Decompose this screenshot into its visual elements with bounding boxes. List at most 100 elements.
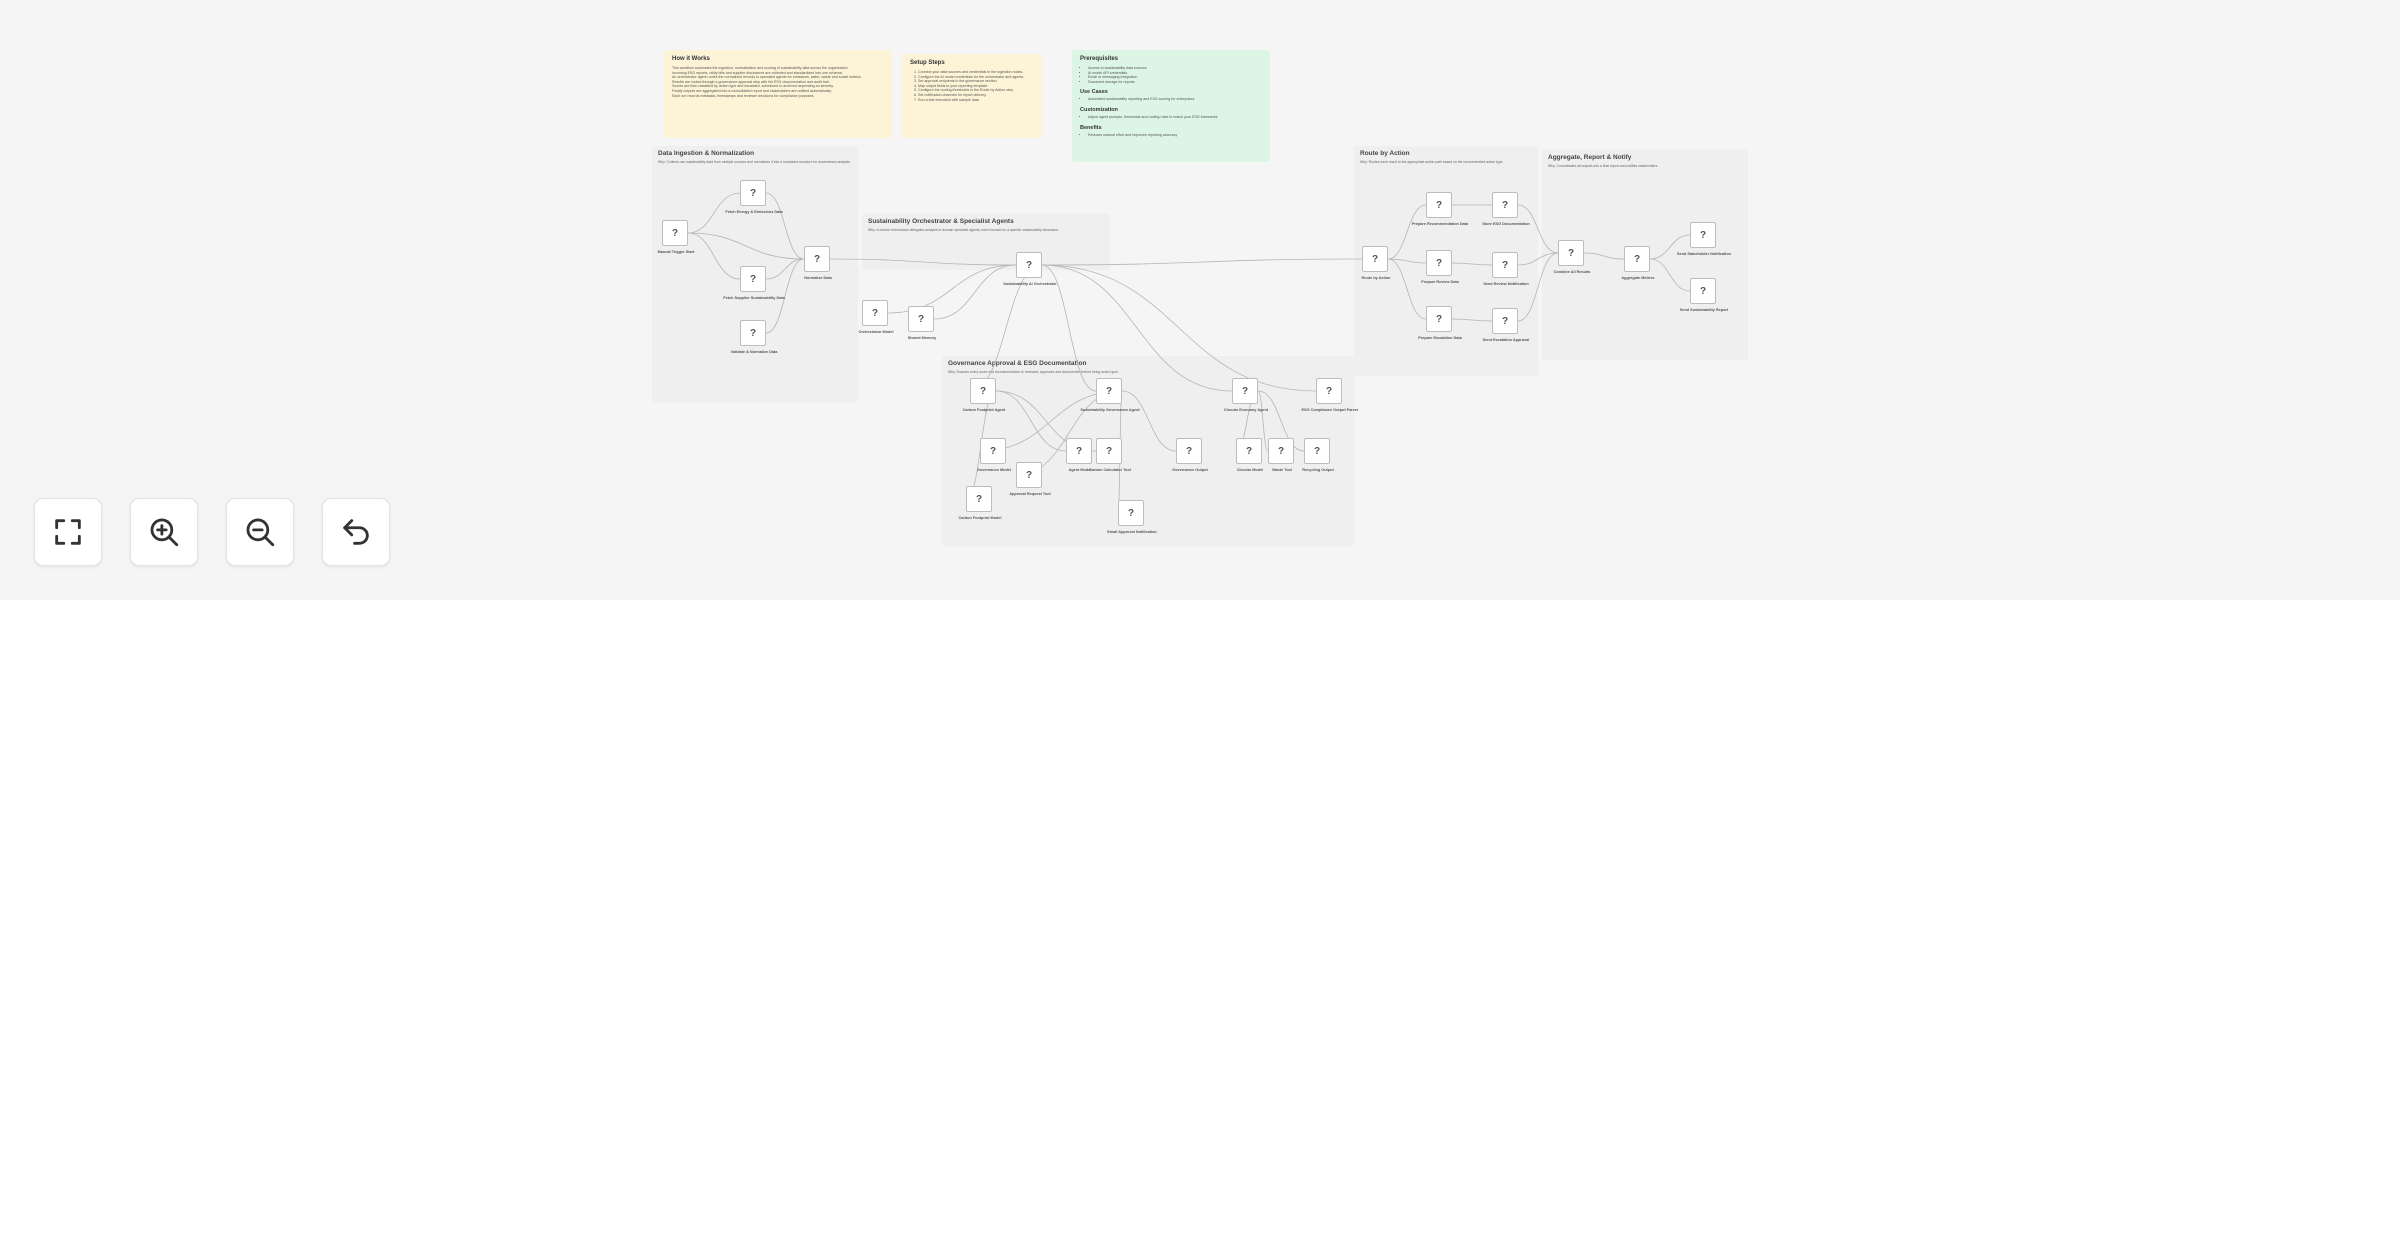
workflow-node[interactable]: ? Route by Action	[1362, 246, 1390, 280]
group-data-ingestion[interactable]: Data Ingestion & Normalization Why: Coll…	[652, 146, 858, 402]
workflow-node[interactable]: ?Recycling Output	[1302, 438, 1334, 472]
note-prerequisites[interactable]: Prerequisites Access to sustainability d…	[1072, 50, 1270, 162]
workflow-node[interactable]: ?Email Approval Notification	[1107, 500, 1157, 534]
workflow-node[interactable]: ?ESG Compliance Output Parser	[1302, 378, 1358, 412]
workflow-node[interactable]: ?Carbon Footprint Model	[958, 486, 1002, 520]
question-mark-icon: ?	[1699, 229, 1707, 241]
node-label: Waste Tool	[1272, 468, 1292, 472]
workflow-node[interactable]: ?Prepare Escalation Data	[1418, 306, 1462, 340]
node-label: Validate & Normalize Data	[730, 350, 778, 354]
workflow-node[interactable]: ?Carbon Footprint Agent	[963, 378, 1005, 412]
fit-view-button[interactable]	[34, 498, 102, 566]
note-line: Finally outputs are aggregated into a co…	[672, 88, 832, 93]
note-item: Document storage for reports	[1088, 80, 1262, 85]
note-item: Adjust agent prompts, thresholds and rou…	[1088, 115, 1262, 120]
workflow-node[interactable]: ?Send Review Notification	[1483, 252, 1529, 286]
node-label: Aggregate Metrics	[1621, 276, 1655, 280]
node-label: Manual Trigger Start	[657, 250, 695, 254]
workflow-node[interactable]: ? Aggregate Metrics	[1621, 246, 1655, 280]
workflow-node[interactable]: ?Sustainability AI Orchestrator	[1003, 252, 1057, 286]
workflow-node[interactable]: ?Fetch Energy & Emissions Data	[725, 180, 783, 214]
workflow-node[interactable]: ?Approval Request Tool	[1009, 462, 1051, 496]
note-title: Setup Steps	[910, 60, 945, 66]
question-mark-icon: ?	[1371, 253, 1379, 265]
workflow-canvas[interactable]: How it Works This workflow automates the…	[0, 0, 2400, 600]
note-item: Automated sustainability reporting and E…	[1088, 97, 1262, 102]
workflow-node[interactable]: ?Combine All Results	[1554, 240, 1590, 274]
question-mark-icon: ?	[1185, 445, 1193, 457]
workflow-node[interactable]: ?Fetch Supplier Sustainability Data	[723, 266, 785, 300]
question-mark-icon: ?	[1435, 199, 1443, 211]
workflow-node[interactable]: ?Normalize Data	[804, 246, 832, 280]
node-label: Send Escalation Approval	[1482, 338, 1530, 342]
note-step: Set notification channels for report del…	[918, 93, 1034, 98]
workflow-node[interactable]: ? Prepare Review Data	[1421, 250, 1459, 284]
group-orchestrator[interactable]: Sustainability Orchestrator & Specialist…	[862, 214, 1110, 270]
note-item: Reduces manual effort and improves repor…	[1088, 133, 1262, 138]
workflow-node[interactable]: ?Shared Memory	[908, 306, 936, 340]
workflow-node[interactable]: ?Manual Trigger Start	[658, 220, 694, 254]
workflow-node[interactable]: ? Send Sustainability Report	[1680, 278, 1728, 312]
question-mark-icon: ?	[1567, 247, 1575, 259]
workflow-node[interactable]: ? Store ESG Documentation	[1482, 192, 1530, 226]
group-description: Why: A central orchestrator delegates an…	[868, 228, 1059, 232]
note-step: Set approval recipients in the governanc…	[918, 79, 1034, 84]
question-mark-icon: ?	[1435, 257, 1443, 269]
node-label: Agent Model	[1068, 468, 1092, 472]
workflow-node[interactable]: ? Waste Tool	[1268, 438, 1294, 472]
workflow-node[interactable]: ? Prepare Recommendation Data	[1412, 192, 1468, 226]
undo-button[interactable]	[322, 498, 390, 566]
question-mark-icon: ?	[813, 253, 821, 265]
note-item: AI model API credentials	[1088, 71, 1262, 76]
note-how-it-works[interactable]: How it Works This workflow automates the…	[664, 50, 892, 138]
note-item: Access to sustainability data sources	[1088, 66, 1262, 71]
workflow-node[interactable]: ? Agent Model	[1066, 438, 1092, 472]
zoom-in-button[interactable]	[130, 498, 198, 566]
question-mark-icon: ?	[989, 445, 997, 457]
group-title: Aggregate, Report & Notify	[1548, 154, 1632, 161]
question-mark-icon: ?	[1105, 385, 1113, 397]
zoom-out-icon	[246, 518, 275, 547]
workflow-node[interactable]: ?Send Escalation Approval	[1483, 308, 1529, 342]
note-step: Map output fields to your reporting temp…	[918, 84, 1034, 89]
node-label: Send Sustainability Report	[1679, 308, 1729, 312]
zoom-out-button[interactable]	[226, 498, 294, 566]
workflow-node[interactable]: ? Validate & Normalize Data	[731, 320, 777, 354]
workflow-node[interactable]: ?Governance Model	[977, 438, 1011, 472]
node-label: Prepare Recommendation Data	[1411, 222, 1469, 226]
workflow-node[interactable]: ? Send Stakeholder Notification	[1677, 222, 1731, 256]
node-label: Fetch Supplier Sustainability Data	[723, 296, 785, 300]
group-description: Why: Routes each result to the appropria…	[1360, 160, 1504, 164]
node-label: Email Approval Notification	[1107, 530, 1157, 534]
workflow-node[interactable]: ?Carbon Calculator Tool	[1089, 438, 1131, 472]
note-subtitle: Use Cases	[1080, 89, 1108, 96]
question-mark-icon: ?	[1501, 199, 1509, 211]
question-mark-icon: ?	[871, 307, 879, 319]
question-mark-icon: ?	[917, 313, 925, 325]
workflow-node[interactable]: ? Circular Economy Agent	[1224, 378, 1268, 412]
workflow-node[interactable]: ?Orchestrator Model	[858, 300, 894, 334]
node-label: Send Stakeholder Notification	[1676, 252, 1731, 256]
node-label: Route by Action	[1361, 276, 1391, 280]
question-mark-icon: ?	[1277, 445, 1285, 457]
workflow-node[interactable]: ?Circular Model	[1236, 438, 1263, 472]
note-setup-steps[interactable]: Setup Steps Connect your data sources an…	[902, 54, 1042, 138]
node-label: Prepare Review Data	[1421, 280, 1459, 284]
group-description: Why: Consolidates all outputs into a fin…	[1548, 164, 1659, 168]
workflow-node[interactable]: ?Governance Output	[1172, 438, 1208, 472]
group-title: Sustainability Orchestrator & Specialist…	[868, 218, 1014, 225]
node-label: Prepare Escalation Data	[1418, 336, 1462, 340]
note-line: Scores are then classified by action typ…	[672, 84, 834, 89]
node-label: Approval Request Tool	[1009, 492, 1051, 496]
workflow-node[interactable]: ?Sustainability Governance Agent	[1080, 378, 1140, 412]
question-mark-icon: ?	[1241, 385, 1249, 397]
question-mark-icon: ?	[1633, 253, 1641, 265]
group-description: Why: Collects raw sustainability data fr…	[658, 160, 851, 164]
question-mark-icon: ?	[1075, 445, 1083, 457]
node-label: Store ESG Documentation	[1482, 222, 1530, 226]
question-mark-icon: ?	[1699, 285, 1707, 297]
node-label: Circular Economy Agent	[1223, 408, 1269, 412]
question-mark-icon: ?	[749, 327, 757, 339]
node-label: Send Review Notification	[1483, 282, 1529, 286]
group-title: Data Ingestion & Normalization	[658, 150, 755, 157]
